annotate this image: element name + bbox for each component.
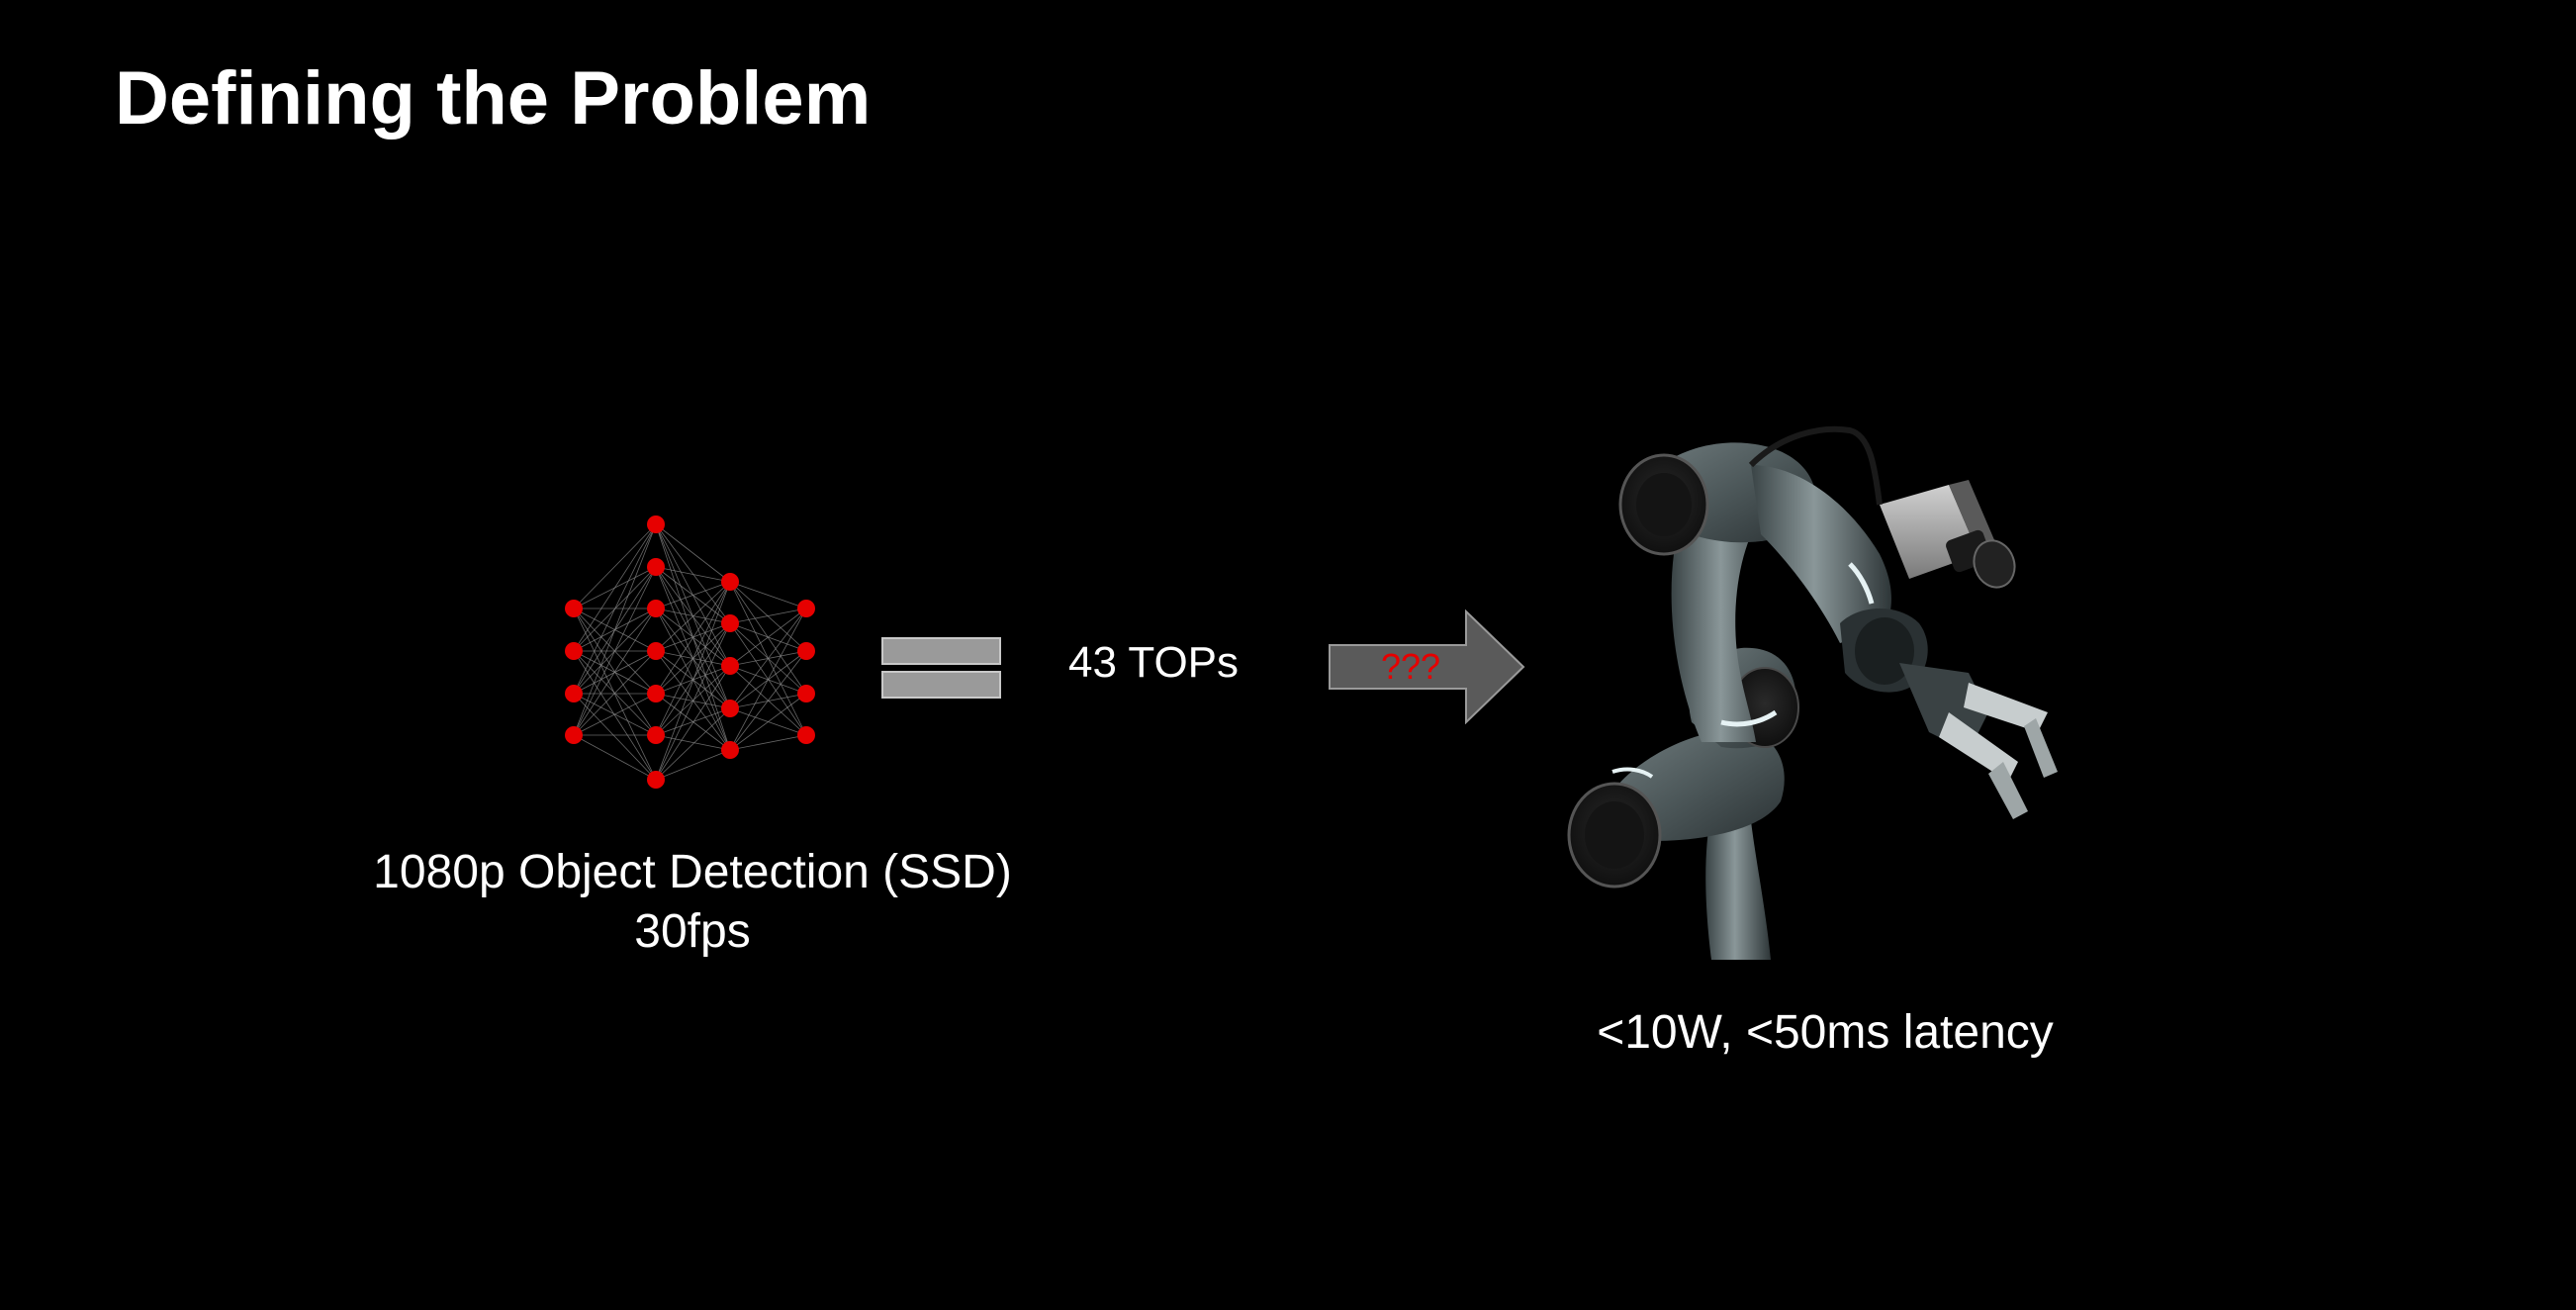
nn-node — [721, 573, 739, 591]
nn-edge — [729, 608, 807, 667]
nn-node — [721, 614, 739, 632]
nn-edge — [655, 707, 731, 736]
workload-label: 1080p Object Detection (SSD) 30fps — [326, 843, 1058, 962]
nn-edge — [729, 693, 807, 751]
slide-title: Defining the Problem — [115, 56, 872, 140]
nn-node — [721, 700, 739, 717]
nn-edge — [573, 566, 657, 736]
nn-node — [797, 726, 815, 744]
nn-edge — [655, 665, 731, 781]
neural-network-icon — [565, 515, 815, 789]
nn-edge — [573, 693, 657, 736]
nn-edge — [655, 581, 731, 736]
nn-node — [565, 642, 583, 660]
nn-edge — [655, 665, 731, 736]
tops-label: 43 TOPs — [1068, 638, 1240, 687]
nn-node — [565, 600, 583, 617]
nn-node — [647, 771, 665, 789]
nn-edge — [729, 608, 807, 709]
nn-edge — [573, 650, 657, 736]
nn-edge — [655, 581, 731, 652]
nn-edge — [573, 523, 657, 736]
nn-node — [797, 600, 815, 617]
equals-bar-top — [881, 637, 1001, 665]
constraints-label: <10W, <50ms latency — [1597, 1006, 2054, 1059]
nn-edge — [729, 608, 807, 751]
nn-edge — [655, 622, 731, 781]
nn-edge — [729, 608, 807, 624]
nn-node — [797, 642, 815, 660]
neural-network-edges — [573, 523, 807, 781]
neural-network-nodes — [565, 515, 815, 789]
equals-bar-bottom — [881, 671, 1001, 699]
nn-edge — [573, 734, 657, 781]
nn-edge — [655, 581, 731, 781]
nn-edge — [655, 566, 731, 583]
nn-node — [721, 741, 739, 759]
nn-edge — [573, 608, 657, 781]
nn-node — [647, 558, 665, 576]
nn-edge — [655, 581, 731, 609]
nn-node — [721, 657, 739, 675]
nn-node — [647, 515, 665, 533]
nn-edge — [655, 523, 731, 583]
nn-node — [647, 600, 665, 617]
nn-edge — [655, 581, 731, 695]
nn-edge — [655, 622, 731, 736]
nn-edge — [655, 707, 731, 781]
nn-edge — [573, 523, 657, 652]
nn-edge — [655, 523, 731, 624]
right-arrow-icon — [1329, 609, 1525, 724]
nn-edge — [573, 650, 657, 781]
nn-node — [565, 685, 583, 702]
workload-line-1: 1080p Object Detection (SSD) — [373, 846, 1012, 898]
nn-edge — [573, 608, 657, 736]
nn-edge — [729, 650, 807, 751]
nn-node — [797, 685, 815, 702]
nn-edge — [729, 581, 807, 609]
nn-edge — [655, 749, 731, 781]
nn-node — [647, 726, 665, 744]
nn-node — [565, 726, 583, 744]
nn-edge — [729, 581, 807, 652]
robot-arm-image — [1567, 425, 2058, 960]
nn-edge — [573, 523, 657, 695]
workload-line-2: 30fps — [634, 905, 751, 958]
nn-edge — [729, 734, 807, 751]
nn-node — [647, 685, 665, 702]
nn-edge — [655, 734, 731, 751]
equals-icon — [881, 637, 1001, 699]
arrow-question-label: ??? — [1380, 646, 1441, 687]
nn-edge — [573, 693, 657, 781]
nn-node — [647, 642, 665, 660]
nn-edge — [573, 523, 657, 609]
